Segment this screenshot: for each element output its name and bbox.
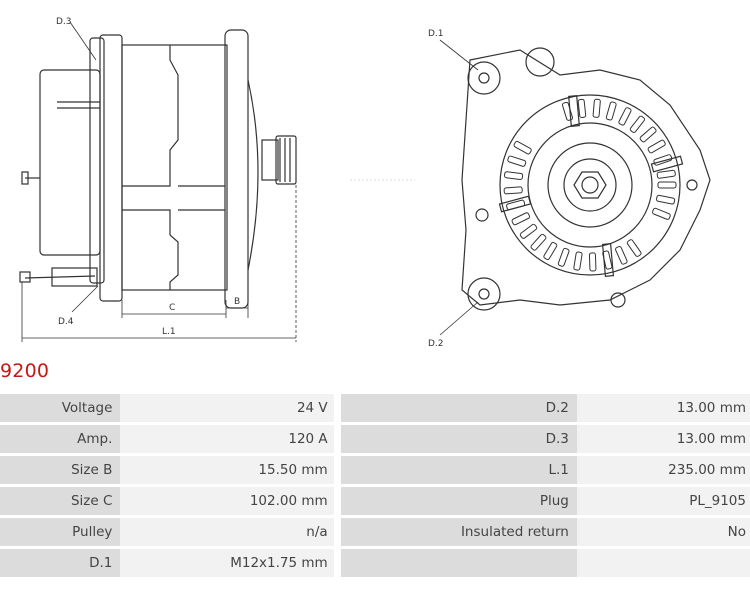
spec-right-key: L.1 [341, 456, 577, 484]
spec-left-key: Pulley [0, 518, 121, 546]
fan-slot [588, 252, 597, 272]
fan-slot [656, 169, 676, 179]
spec-right-value [576, 549, 750, 577]
fan-slots [503, 98, 677, 272]
label-c: C [169, 303, 175, 313]
fan-slot [615, 246, 628, 265]
fan-slot [639, 126, 657, 143]
spec-left-value: 15.50 mm [120, 456, 334, 484]
fan-slot [561, 101, 573, 121]
fan-slot [503, 186, 523, 195]
spec-right-value: 13.00 mm [576, 394, 750, 422]
spec-left-key: Size B [0, 456, 121, 484]
spec-left-value: 102.00 mm [120, 487, 334, 515]
spec-left-value: 120 A [120, 425, 334, 453]
spec-left-value: n/a [120, 518, 334, 546]
fan-slot [557, 247, 570, 267]
fan-slot [577, 98, 587, 118]
fan-slot [618, 107, 632, 126]
fan-slot [592, 98, 601, 118]
fan-slot [513, 140, 532, 155]
spec-right-value: No [576, 518, 750, 546]
label-d2: D.2 [428, 339, 444, 349]
fan-slot [507, 155, 527, 167]
part-number-title: 9200 [0, 360, 50, 382]
alternator-drawing: D.3 D.4 C B L.1 D.1 D.2 [19, 17, 711, 349]
spec-left-value: M12x1.75 mm [120, 549, 334, 577]
spec-gap [333, 425, 342, 453]
fan-slot [602, 250, 613, 270]
spec-right-value: 235.00 mm [576, 456, 750, 484]
spec-right-key: Plug [341, 487, 577, 515]
spec-left-value: 24 V [120, 394, 334, 422]
spec-left-key: Amp. [0, 425, 121, 453]
spec-right-value: 13.00 mm [576, 425, 750, 453]
fan-slot [519, 223, 538, 239]
fan-slot [652, 207, 671, 220]
label-b: B [234, 297, 240, 307]
spec-right-key: Insulated return [341, 518, 577, 546]
front-view [461, 47, 711, 311]
fan-slot [605, 101, 617, 121]
dimension-lines [21, 21, 297, 342]
spec-right-key [341, 549, 577, 577]
fan-slot [657, 181, 677, 189]
spec-right-key: D.3 [341, 425, 577, 453]
spec-left-key: Voltage [0, 394, 121, 422]
fan-slot [506, 199, 526, 211]
spec-right-key: D.2 [341, 394, 577, 422]
spec-gap [333, 549, 342, 577]
spec-gap [333, 456, 342, 484]
fan-slot [656, 194, 676, 205]
fan-slot [647, 139, 666, 154]
fan-slot [504, 171, 524, 180]
fan-slot [653, 154, 673, 166]
fan-slot [626, 239, 642, 257]
label-d4: D.4 [58, 317, 74, 327]
spec-gap [333, 518, 342, 546]
fan-slot [573, 251, 583, 271]
spec-gap [333, 394, 342, 422]
fan-slot [530, 233, 547, 251]
spec-gap [333, 487, 342, 515]
spec-right-value: PL_9105 [576, 487, 750, 515]
label-l1: L.1 [162, 327, 176, 337]
spec-left-key: D.1 [0, 549, 121, 577]
spec-left-key: Size C [0, 487, 121, 515]
fan-slot [543, 241, 558, 261]
fan-slot [511, 212, 531, 226]
side-view [19, 29, 297, 309]
label-d1: D.1 [428, 29, 444, 39]
label-d3: D.3 [56, 17, 72, 27]
fan-slot [629, 115, 646, 133]
